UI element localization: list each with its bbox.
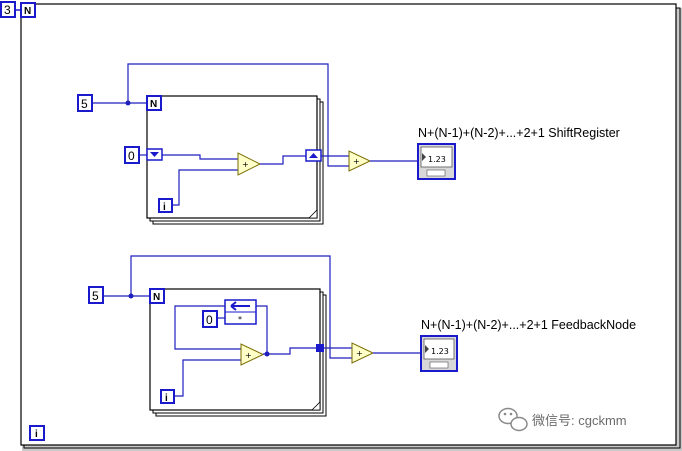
wechat-icon [498,407,528,432]
feedback-node[interactable]: * [224,299,257,325]
bottom-add-node[interactable]: + [240,343,265,366]
shift-register-right[interactable] [305,149,322,162]
top-outer-add-node[interactable]: + [348,150,372,172]
top-iteration-terminal: i [158,198,173,213]
svg-text:5: 5 [81,97,88,111]
svg-text:1.23: 1.23 [428,155,446,164]
outer-count-terminal: N [20,2,36,18]
top-count-terminal: N [146,95,162,111]
bottom-numeric-indicator[interactable]: 1.23 [420,335,458,372]
output-tunnel [316,344,324,352]
bottom-iteration-terminal: i [160,389,175,404]
svg-text:N: N [153,292,160,303]
svg-text:+: + [353,157,360,166]
top-indicator-label: N+(N-1)+(N-2)+...+2+1 ShiftRegister [418,126,620,140]
bottom-init-constant[interactable]: 0 [202,310,218,328]
watermark-text: 微信号: cgckmm [532,413,627,428]
bottom-outer-add-node[interactable]: + [351,342,375,364]
svg-text:i: i [35,429,38,440]
svg-text:N: N [150,99,157,110]
svg-text:+: + [242,160,249,169]
top-count-constant[interactable]: 5 [77,94,93,112]
top-init-constant[interactable]: 0 [124,146,140,164]
bottom-indicator-label: N+(N-1)+(N-2)+...+2+1 FeedbackNode [421,318,636,332]
svg-text:i: i [163,202,166,213]
svg-text:3: 3 [4,3,11,17]
svg-text:N: N [24,6,31,17]
outer-for-loop[interactable] [20,3,682,451]
top-numeric-indicator[interactable]: 1.23 [417,143,456,180]
top-add-node[interactable]: + [237,152,262,176]
shift-register-left[interactable] [146,148,163,161]
bottom-count-terminal: N [149,288,165,304]
svg-text:i: i [165,393,168,404]
svg-text:0: 0 [206,313,213,327]
outer-count-constant[interactable]: 3 [0,1,16,18]
svg-text:+: + [245,351,252,360]
bottom-count-constant[interactable]: 5 [88,286,104,304]
svg-text:+: + [356,349,363,358]
svg-text:5: 5 [92,289,99,303]
shift-register-for-loop[interactable] [146,95,324,225]
svg-text:1.23: 1.23 [431,347,449,356]
outer-iteration-terminal: i [29,425,45,441]
svg-text:0: 0 [128,149,135,163]
svg-text:*: * [238,315,242,324]
